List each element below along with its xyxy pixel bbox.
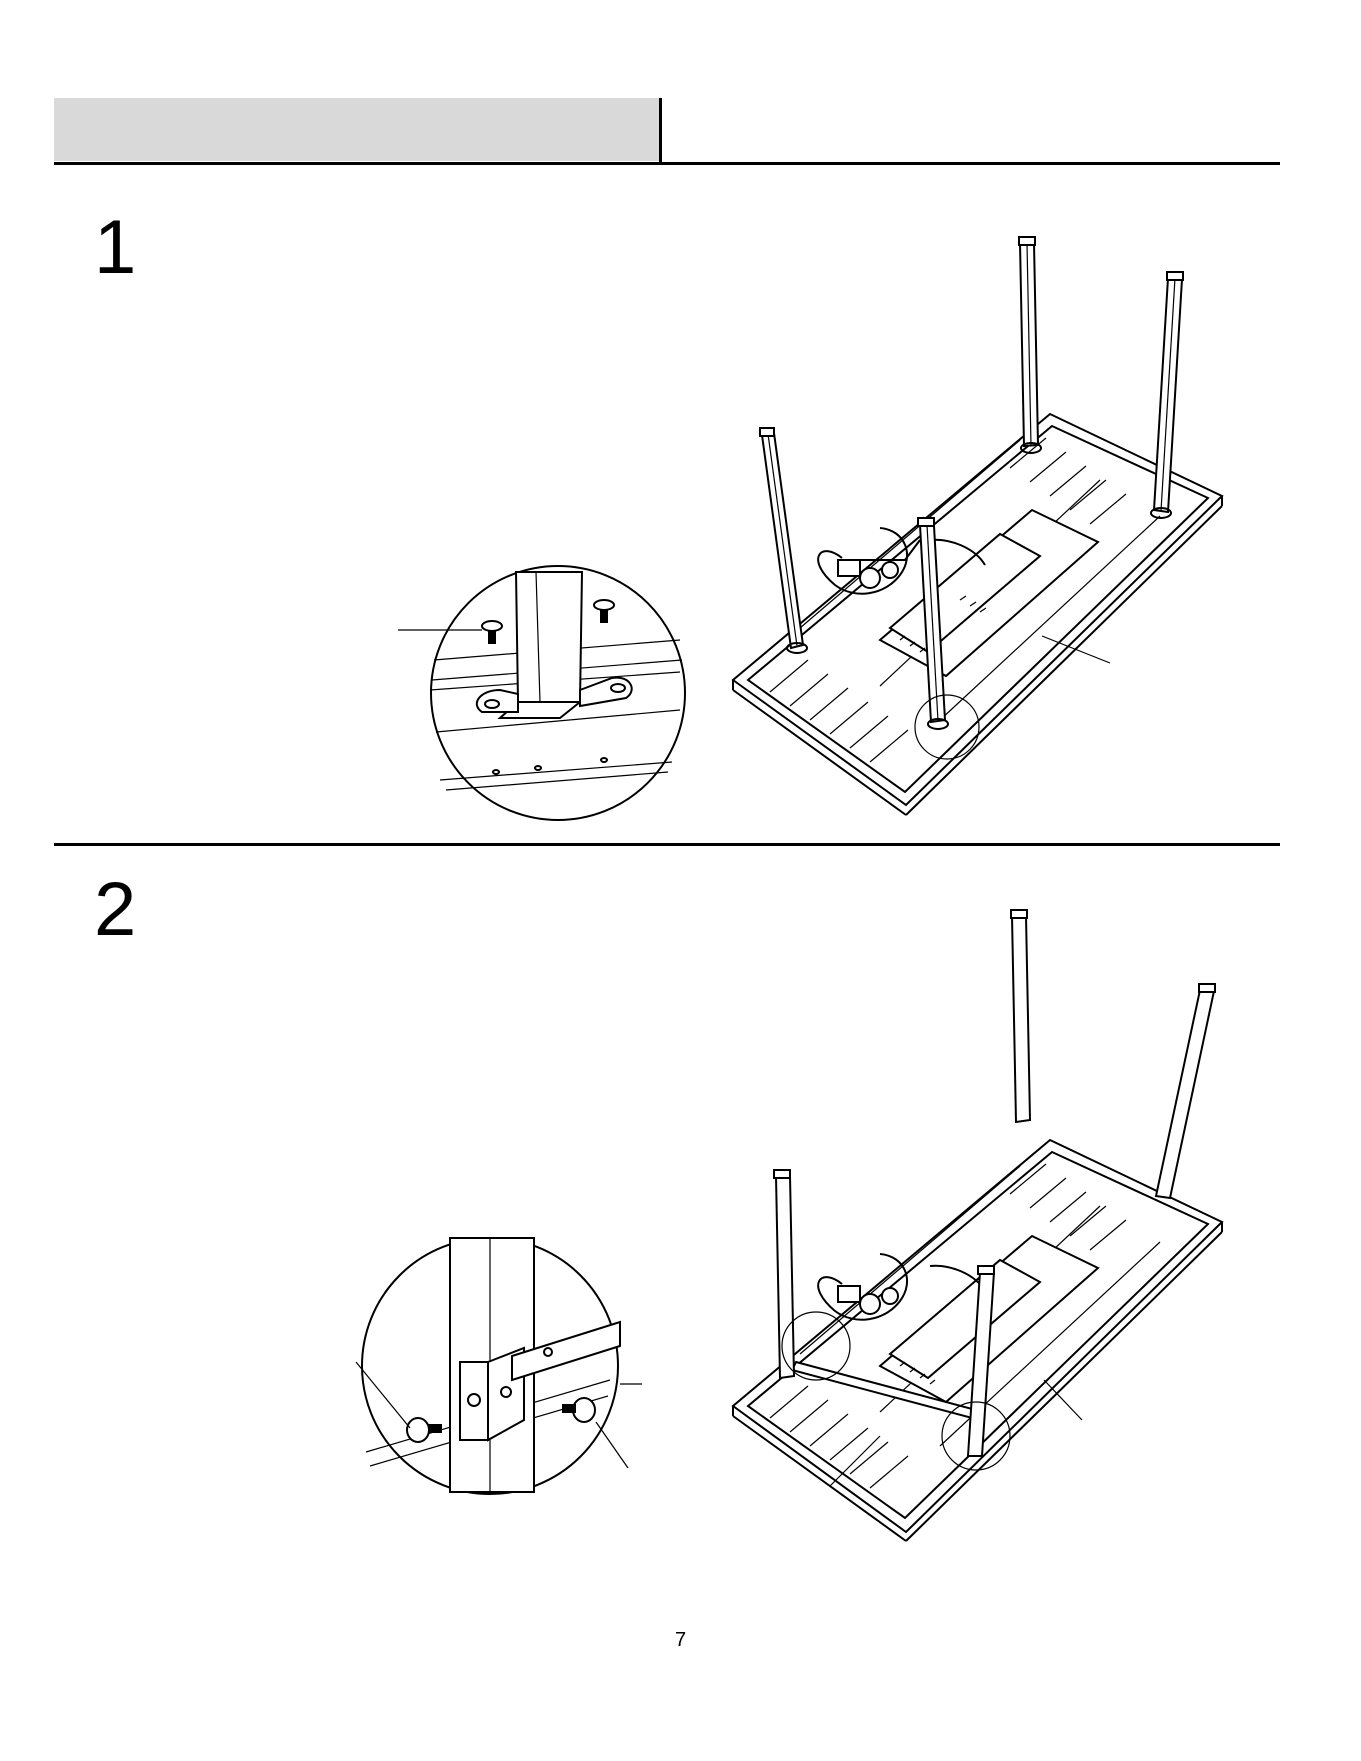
step1-leg-bolt-detail-icon <box>398 566 685 820</box>
step1-table-underside-legs-icon <box>733 237 1222 815</box>
step2-table-underside-crossbar-icon <box>733 910 1222 1541</box>
page-number: 7 <box>0 1629 1361 1652</box>
step2-crossbar-bracket-detail-icon <box>356 1238 642 1494</box>
